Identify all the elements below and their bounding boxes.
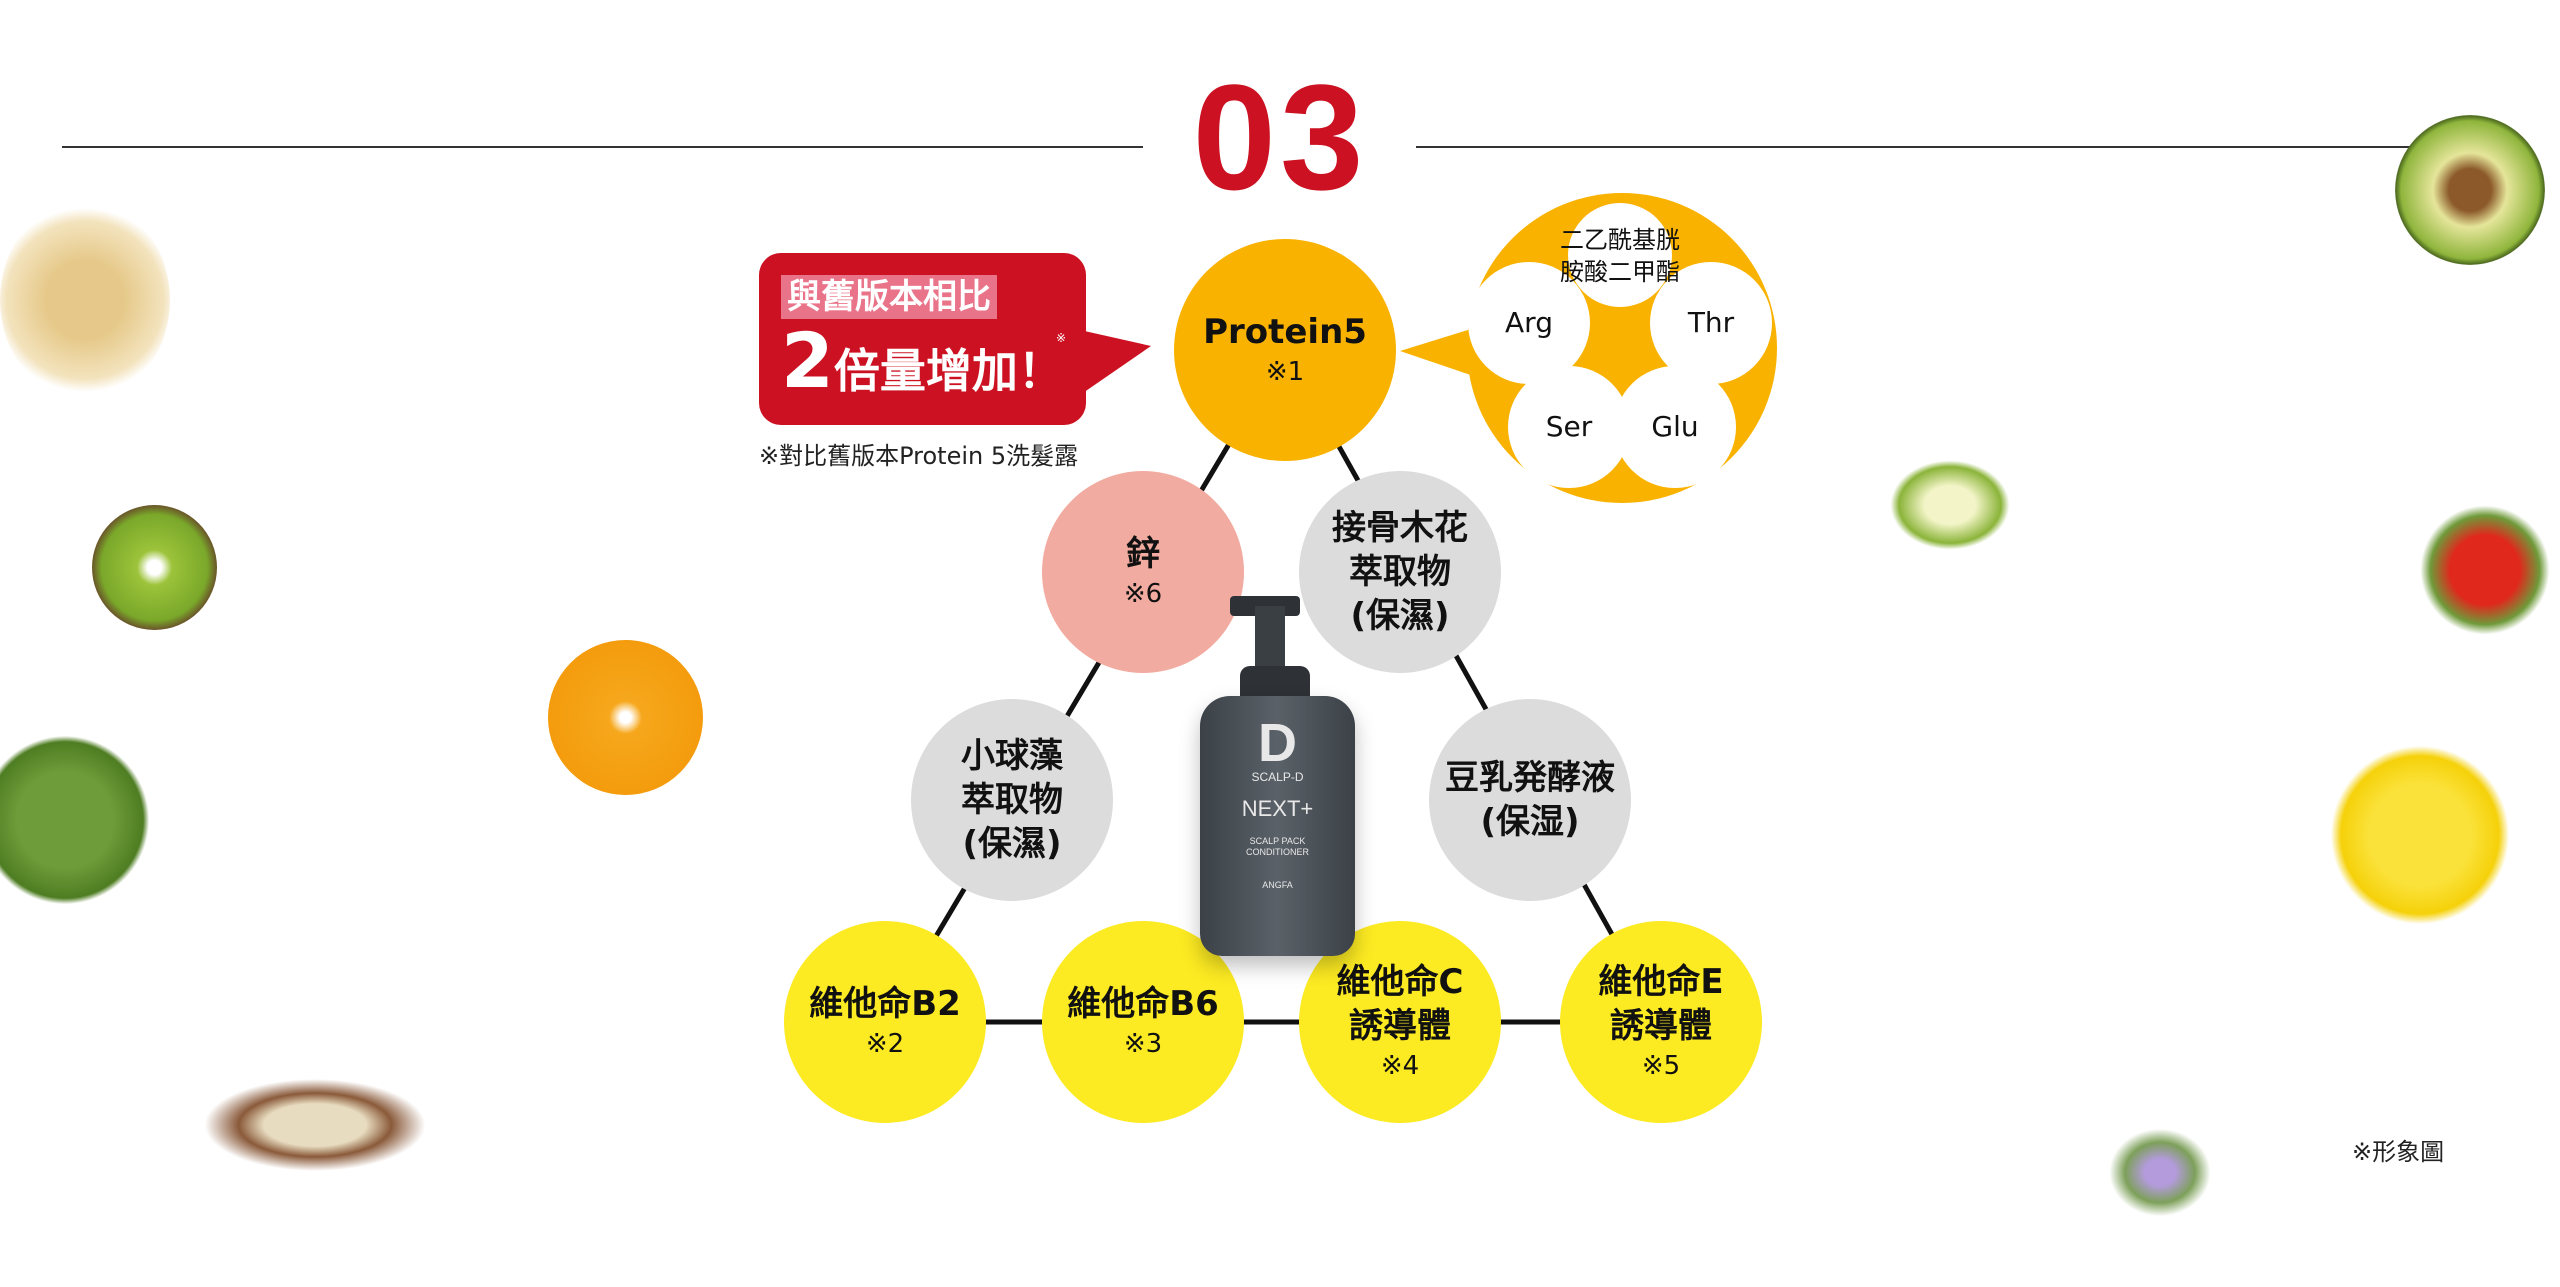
line-left	[882, 348, 1288, 1024]
b2-label: 維他命B2	[809, 984, 961, 1024]
amino-thr: Thr	[1650, 262, 1772, 384]
elder-line1: 接骨木花	[1332, 508, 1468, 548]
callout-line1: 與舊版本相比	[781, 275, 997, 319]
node-vitamin-b2: 維他命B2 ※2	[784, 921, 986, 1123]
callout-box: 與舊版本相比 2倍量增加！ ※	[759, 253, 1086, 425]
node-elderflower: 接骨木花 萃取物 (保濕)	[1299, 471, 1501, 673]
elder-line2: 萃取物	[1349, 552, 1451, 592]
tomato-image	[2410, 505, 2560, 635]
callout-tail	[1080, 330, 1151, 395]
callout-mark: ※	[1055, 331, 1066, 345]
soy-line2: (保湿)	[1480, 802, 1580, 842]
brand-logo-icon: D	[1258, 713, 1297, 773]
divider-right	[1416, 146, 2433, 148]
e-line1: 維他命E	[1598, 962, 1724, 1002]
amino-label: Thr	[1687, 306, 1735, 339]
amino-label: Arg	[1505, 306, 1553, 339]
c-line1: 維他命C	[1336, 962, 1464, 1002]
amino-circle-top	[1568, 203, 1672, 307]
divider-left	[62, 146, 1143, 148]
chlorella-line1: 小球藻	[961, 736, 1063, 776]
e-line2: 誘導體	[1610, 1006, 1712, 1046]
product-line: NEXT+	[1241, 796, 1314, 821]
orange-image	[548, 640, 703, 795]
callout-number: 2	[781, 316, 834, 405]
b2-note: ※2	[865, 1029, 905, 1059]
callout-footnote: ※對比舊版本Protein 5洗髮露	[759, 442, 1079, 470]
zinc-note: ※6	[1123, 579, 1163, 609]
soy-line1: 豆乳発酵液	[1445, 758, 1615, 798]
node-zinc: 鋅 ※6	[1042, 471, 1244, 673]
node-chlorella: 小球藻 萃取物 (保濕)	[911, 699, 1113, 901]
elder-line3: (保濕)	[1350, 596, 1450, 636]
c-line2: 誘導體	[1349, 1006, 1451, 1046]
node-soy: 豆乳発酵液 (保湿)	[1429, 699, 1631, 901]
soybeans-image	[0, 200, 170, 400]
macadamia-image	[195, 1075, 435, 1175]
amino-arg: Arg	[1468, 262, 1590, 384]
protein-note: ※1	[1265, 357, 1305, 387]
node-protein5: Protein5 ※1	[1174, 239, 1396, 461]
chlorella-line3: (保濕)	[962, 824, 1062, 864]
c-note: ※4	[1380, 1051, 1420, 1081]
amino-top-line2: 胺酸二甲酯	[1560, 258, 1680, 286]
amino-label: Glu	[1651, 410, 1699, 443]
chlorella-line2: 萃取物	[961, 780, 1063, 820]
lemon-image	[2330, 745, 2510, 925]
product-brand: SCALP-D	[1251, 770, 1304, 784]
amino-top-text: 二乙酰基胱 胺酸二甲酯	[1540, 224, 1700, 288]
amino-top-line1: 二乙酰基胱	[1560, 226, 1680, 254]
amino-ser: Ser	[1508, 366, 1630, 488]
callout-line2: 2倍量增加！	[781, 321, 1064, 411]
image-note: ※形象圖	[2352, 1138, 2445, 1166]
lime-image	[1890, 460, 2010, 550]
broccoli-image	[0, 735, 150, 905]
b6-note: ※3	[1123, 1029, 1163, 1059]
kiwi-image	[92, 505, 217, 630]
amino-label: Ser	[1545, 410, 1593, 443]
flower-image	[2105, 1125, 2215, 1220]
zinc-label: 鋅	[1126, 534, 1160, 574]
line-right	[1282, 348, 1664, 1024]
e-note: ※5	[1641, 1051, 1681, 1081]
amino-glu: Glu	[1614, 366, 1736, 488]
protein-label: Protein5	[1203, 312, 1367, 352]
node-vitamin-b6: 維他命B6 ※3	[1042, 921, 1244, 1123]
product-bottle: D SCALP-D NEXT+ SCALP PACK CONDITIONER A…	[1200, 596, 1355, 956]
section-number: 03	[1192, 53, 1368, 221]
avocado-image	[2395, 115, 2545, 265]
product-type: SCALP PACK CONDITIONER	[1246, 836, 1309, 857]
callout-text: 倍量增加！	[833, 344, 1064, 398]
b6-label: 維他命B6	[1067, 984, 1219, 1024]
node-vitamin-e: 維他命E 誘導體 ※5	[1560, 921, 1762, 1123]
product-maker: ANGFA	[1262, 880, 1293, 890]
